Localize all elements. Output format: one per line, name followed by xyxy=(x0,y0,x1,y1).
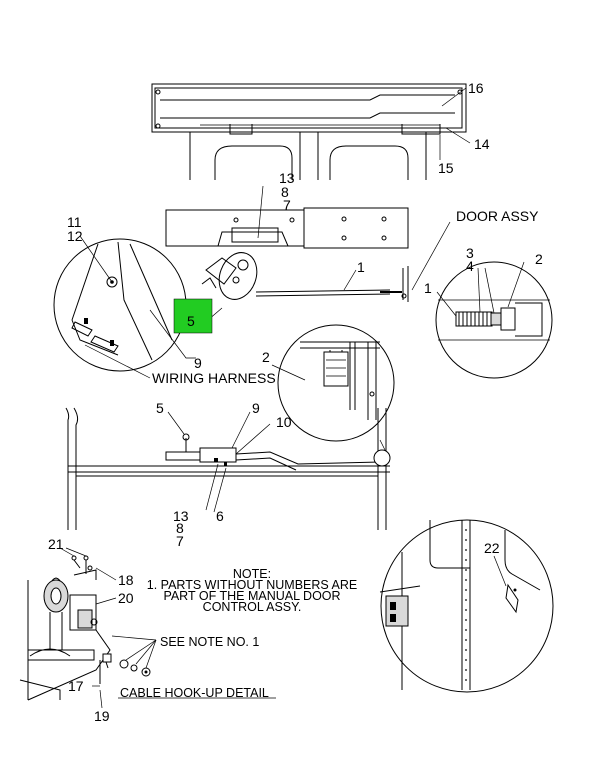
callout-11: 11 xyxy=(67,214,82,230)
panel-detail xyxy=(379,519,554,693)
lower-assembly xyxy=(65,407,391,530)
callout-5-lower: 5 xyxy=(156,400,164,416)
note-line-1: 1. PARTS WITHOUT NUMBERS ARE xyxy=(147,578,357,592)
door-assy-label: DOOR ASSY xyxy=(456,208,539,224)
callout-3: 3 xyxy=(466,245,474,261)
callout-19: 19 xyxy=(94,708,110,724)
callout-8-lower: 8 xyxy=(176,520,184,536)
callout-13-lower: 13 xyxy=(173,508,189,524)
highlighted-part-5[interactable] xyxy=(173,298,213,334)
cable-end-detail xyxy=(435,261,553,379)
callout-5-highlighted: 5 xyxy=(187,313,195,329)
callout-7-lower: 7 xyxy=(176,533,184,549)
note-line-3: CONTROL ASSY. xyxy=(203,600,302,614)
wiring-harness-label: WIRING HARNESS xyxy=(152,370,276,386)
door-control-mechanism xyxy=(201,221,451,321)
cable-hookup-label: CABLE HOOK-UP DETAIL xyxy=(120,686,269,700)
callout-15: 15 xyxy=(438,160,454,176)
callout-16: 16 xyxy=(468,80,484,96)
callout-21: 21 xyxy=(48,536,64,552)
callout-20: 20 xyxy=(118,590,134,606)
callout-13-top: 13 xyxy=(279,170,295,186)
callout-14: 14 xyxy=(474,136,490,152)
see-note-label: SEE NOTE NO. 1 xyxy=(160,635,259,649)
callout-18: 18 xyxy=(118,572,134,588)
note-line-2: PART OF THE MANUAL DOOR xyxy=(163,589,340,603)
note-block: NOTE: 1. PARTS WITHOUT NUMBERS ARE PART … xyxy=(147,567,357,614)
callout-8-top: 8 xyxy=(281,184,289,200)
callout-9-lower: 9 xyxy=(252,400,260,416)
cable-hookup-detail xyxy=(19,547,276,709)
callout-9-circle: 9 xyxy=(194,355,202,371)
callout-2-right: 2 xyxy=(535,251,543,267)
callout-1-cable: 1 xyxy=(357,259,365,275)
callout-17: 17 xyxy=(68,678,84,694)
mounting-bracket xyxy=(165,185,409,249)
note-title: NOTE: xyxy=(233,567,271,581)
callout-12: 12 xyxy=(67,228,83,244)
callout-6: 6 xyxy=(216,508,224,524)
callout-2-mid: 2 xyxy=(262,349,270,365)
callout-22: 22 xyxy=(484,540,500,556)
door-post-detail xyxy=(271,324,395,453)
callout-1-detail: 1 xyxy=(424,280,432,296)
callout-10: 10 xyxy=(276,414,292,430)
callout-7-top: 7 xyxy=(283,197,291,213)
callout-4: 4 xyxy=(466,258,474,274)
top-panel-assembly xyxy=(151,83,471,180)
